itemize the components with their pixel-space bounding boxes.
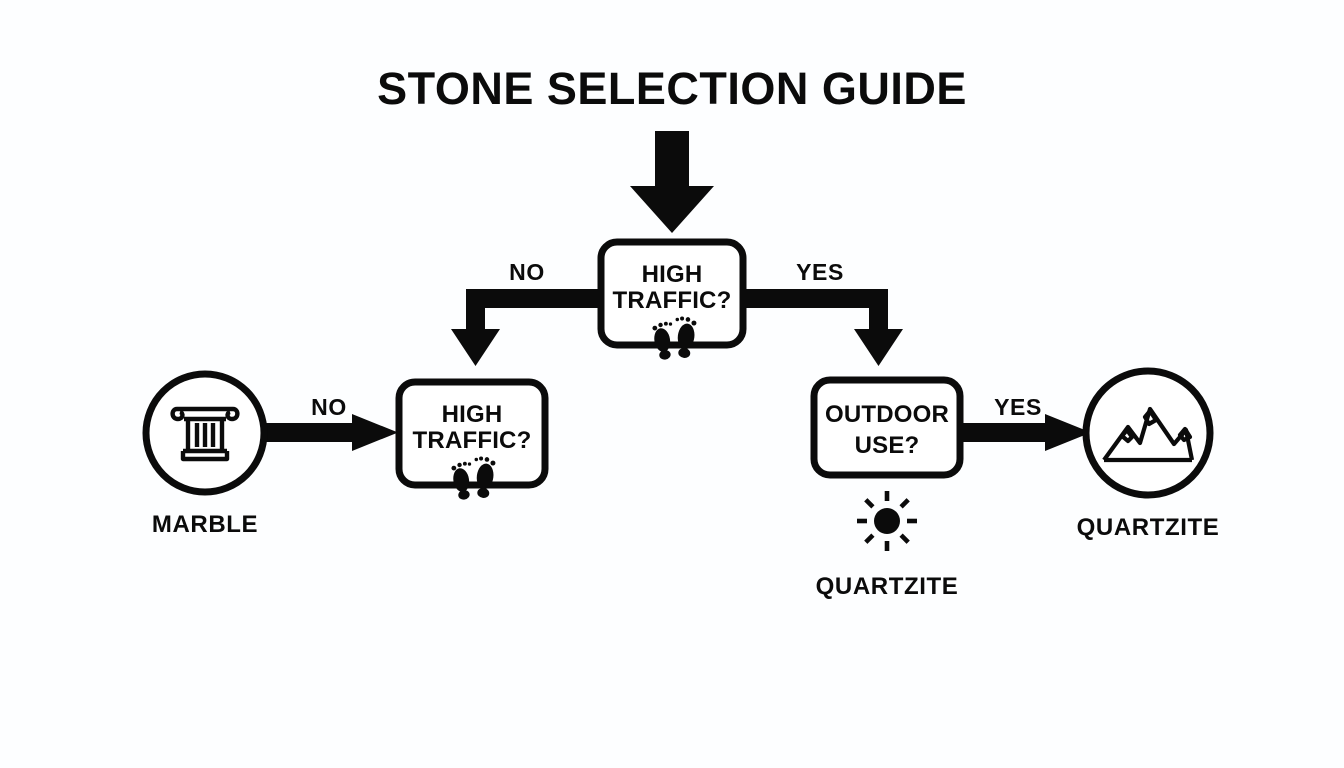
decision-box-root-line2: TRAFFIC? bbox=[613, 287, 732, 314]
footprints-icon bbox=[652, 316, 697, 360]
decision-box-left-line2: TRAFFIC? bbox=[413, 427, 532, 454]
edge-label-root-no: NO bbox=[509, 259, 545, 285]
column-icon bbox=[170, 406, 240, 462]
result-label-quartzite-outdoor: QUARTZITE bbox=[816, 573, 959, 600]
edge-label-outdoor-yes: YES bbox=[994, 394, 1042, 420]
decision-box-left[interactable]: HIGH TRAFFIC? bbox=[395, 378, 549, 500]
result-node-quartzite[interactable]: QUARTZITE bbox=[1077, 367, 1220, 541]
arrow-marble-to-left-question bbox=[262, 414, 398, 451]
decision-box-right[interactable]: OUTDOOR USE? bbox=[810, 376, 964, 479]
page-title: STONE SELECTION GUIDE bbox=[377, 63, 967, 114]
edge-label-root-yes: YES bbox=[796, 259, 844, 285]
arrow-root-no-branch bbox=[451, 289, 606, 366]
decision-box-left-line1: HIGH bbox=[442, 401, 503, 428]
result-node-marble[interactable]: MARBLE bbox=[142, 370, 268, 538]
decision-box-right-line2: USE? bbox=[855, 432, 920, 459]
result-label-marble: MARBLE bbox=[152, 511, 258, 538]
footprints-icon bbox=[451, 456, 496, 500]
mountain-icon bbox=[1102, 406, 1195, 463]
result-label-quartzite: QUARTZITE bbox=[1077, 514, 1220, 541]
arrow-outdoor-to-quartzite bbox=[955, 414, 1091, 451]
arrow-root-yes-branch bbox=[740, 289, 903, 366]
arrow-title-to-root bbox=[630, 131, 714, 233]
decision-box-root[interactable]: HIGH TRAFFIC? bbox=[597, 238, 747, 360]
sun-icon bbox=[857, 491, 917, 551]
edge-label-marble-no: NO bbox=[311, 394, 347, 420]
decision-box-right-line1: OUTDOOR bbox=[825, 401, 949, 428]
decision-box-root-line1: HIGH bbox=[642, 261, 703, 288]
